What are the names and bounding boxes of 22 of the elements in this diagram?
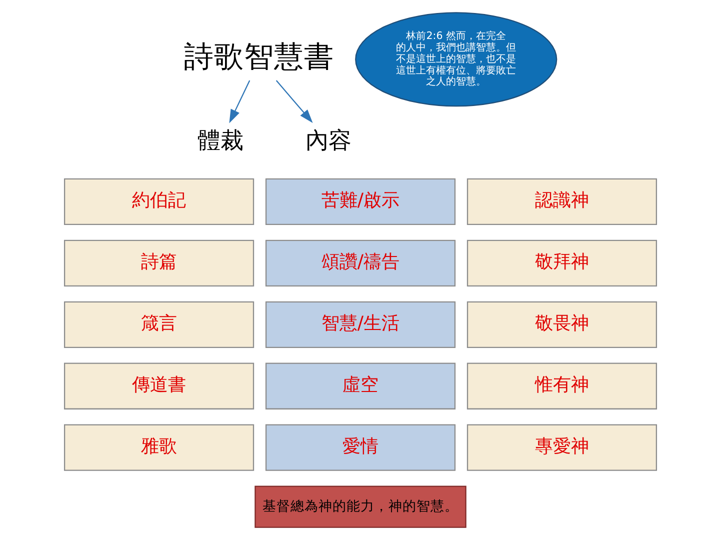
node-box: 敬拜神 — [466, 240, 657, 287]
node-box: 專愛神 — [466, 424, 657, 471]
arrow — [275, 80, 312, 123]
node-box: 虛空 — [264, 362, 456, 410]
node-box: 詩篇 — [63, 240, 254, 287]
node-box: 愛情 — [264, 424, 456, 471]
node-box: 雅歌 — [63, 424, 254, 471]
node-box: 敬畏神 — [466, 301, 657, 348]
node-box: 智慧/生活 — [264, 301, 456, 348]
node-box: 認識神 — [466, 178, 657, 226]
node-ellipse: 林前2:6 然而，在完全的人中，我們也講智慧。但不是這世上的智慧，也不是這世上有權有位、將要敗亡之人的智慧。 — [354, 12, 557, 107]
node-text: 內容 — [305, 128, 352, 154]
node-box: 頌讚/禱告 — [264, 240, 456, 287]
node-box: 箴言 — [63, 301, 254, 348]
node-box: 苦難/啟示 — [264, 178, 456, 226]
arrow — [228, 80, 250, 124]
node-box: 傳道書 — [63, 362, 254, 410]
node-text: 體裁 — [196, 128, 243, 154]
node-box: 惟有神 — [466, 362, 657, 410]
node-box: 約伯記 — [63, 178, 254, 226]
node-text: 詩歌智慧書 — [184, 40, 334, 74]
node-box: 基督總為神的能力，神的智慧。 — [254, 486, 466, 528]
